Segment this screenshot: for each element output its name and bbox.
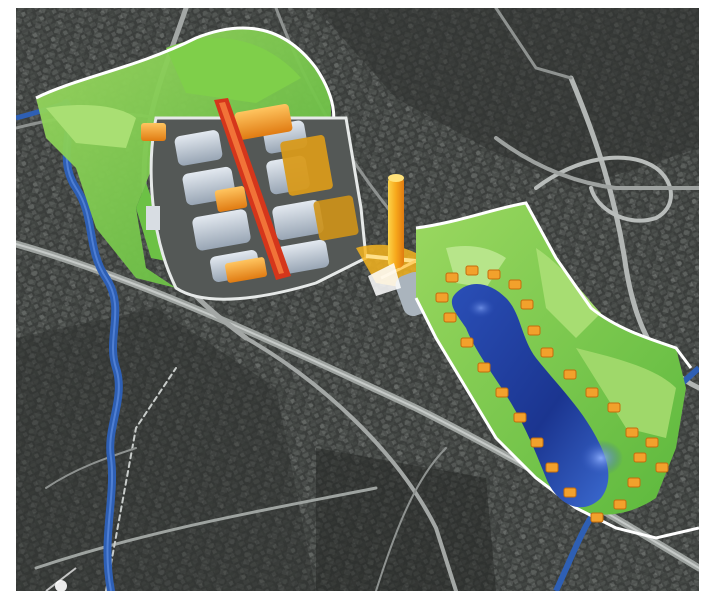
lake: [451, 283, 609, 508]
lake-park: [414, 201, 699, 540]
exhibition-site: [35, 26, 368, 301]
exhibition-halls-orange: [141, 103, 359, 283]
aerial-map: [16, 8, 699, 591]
residential-pavilions: [435, 265, 669, 523]
aerial-map-canvas: [16, 8, 699, 591]
